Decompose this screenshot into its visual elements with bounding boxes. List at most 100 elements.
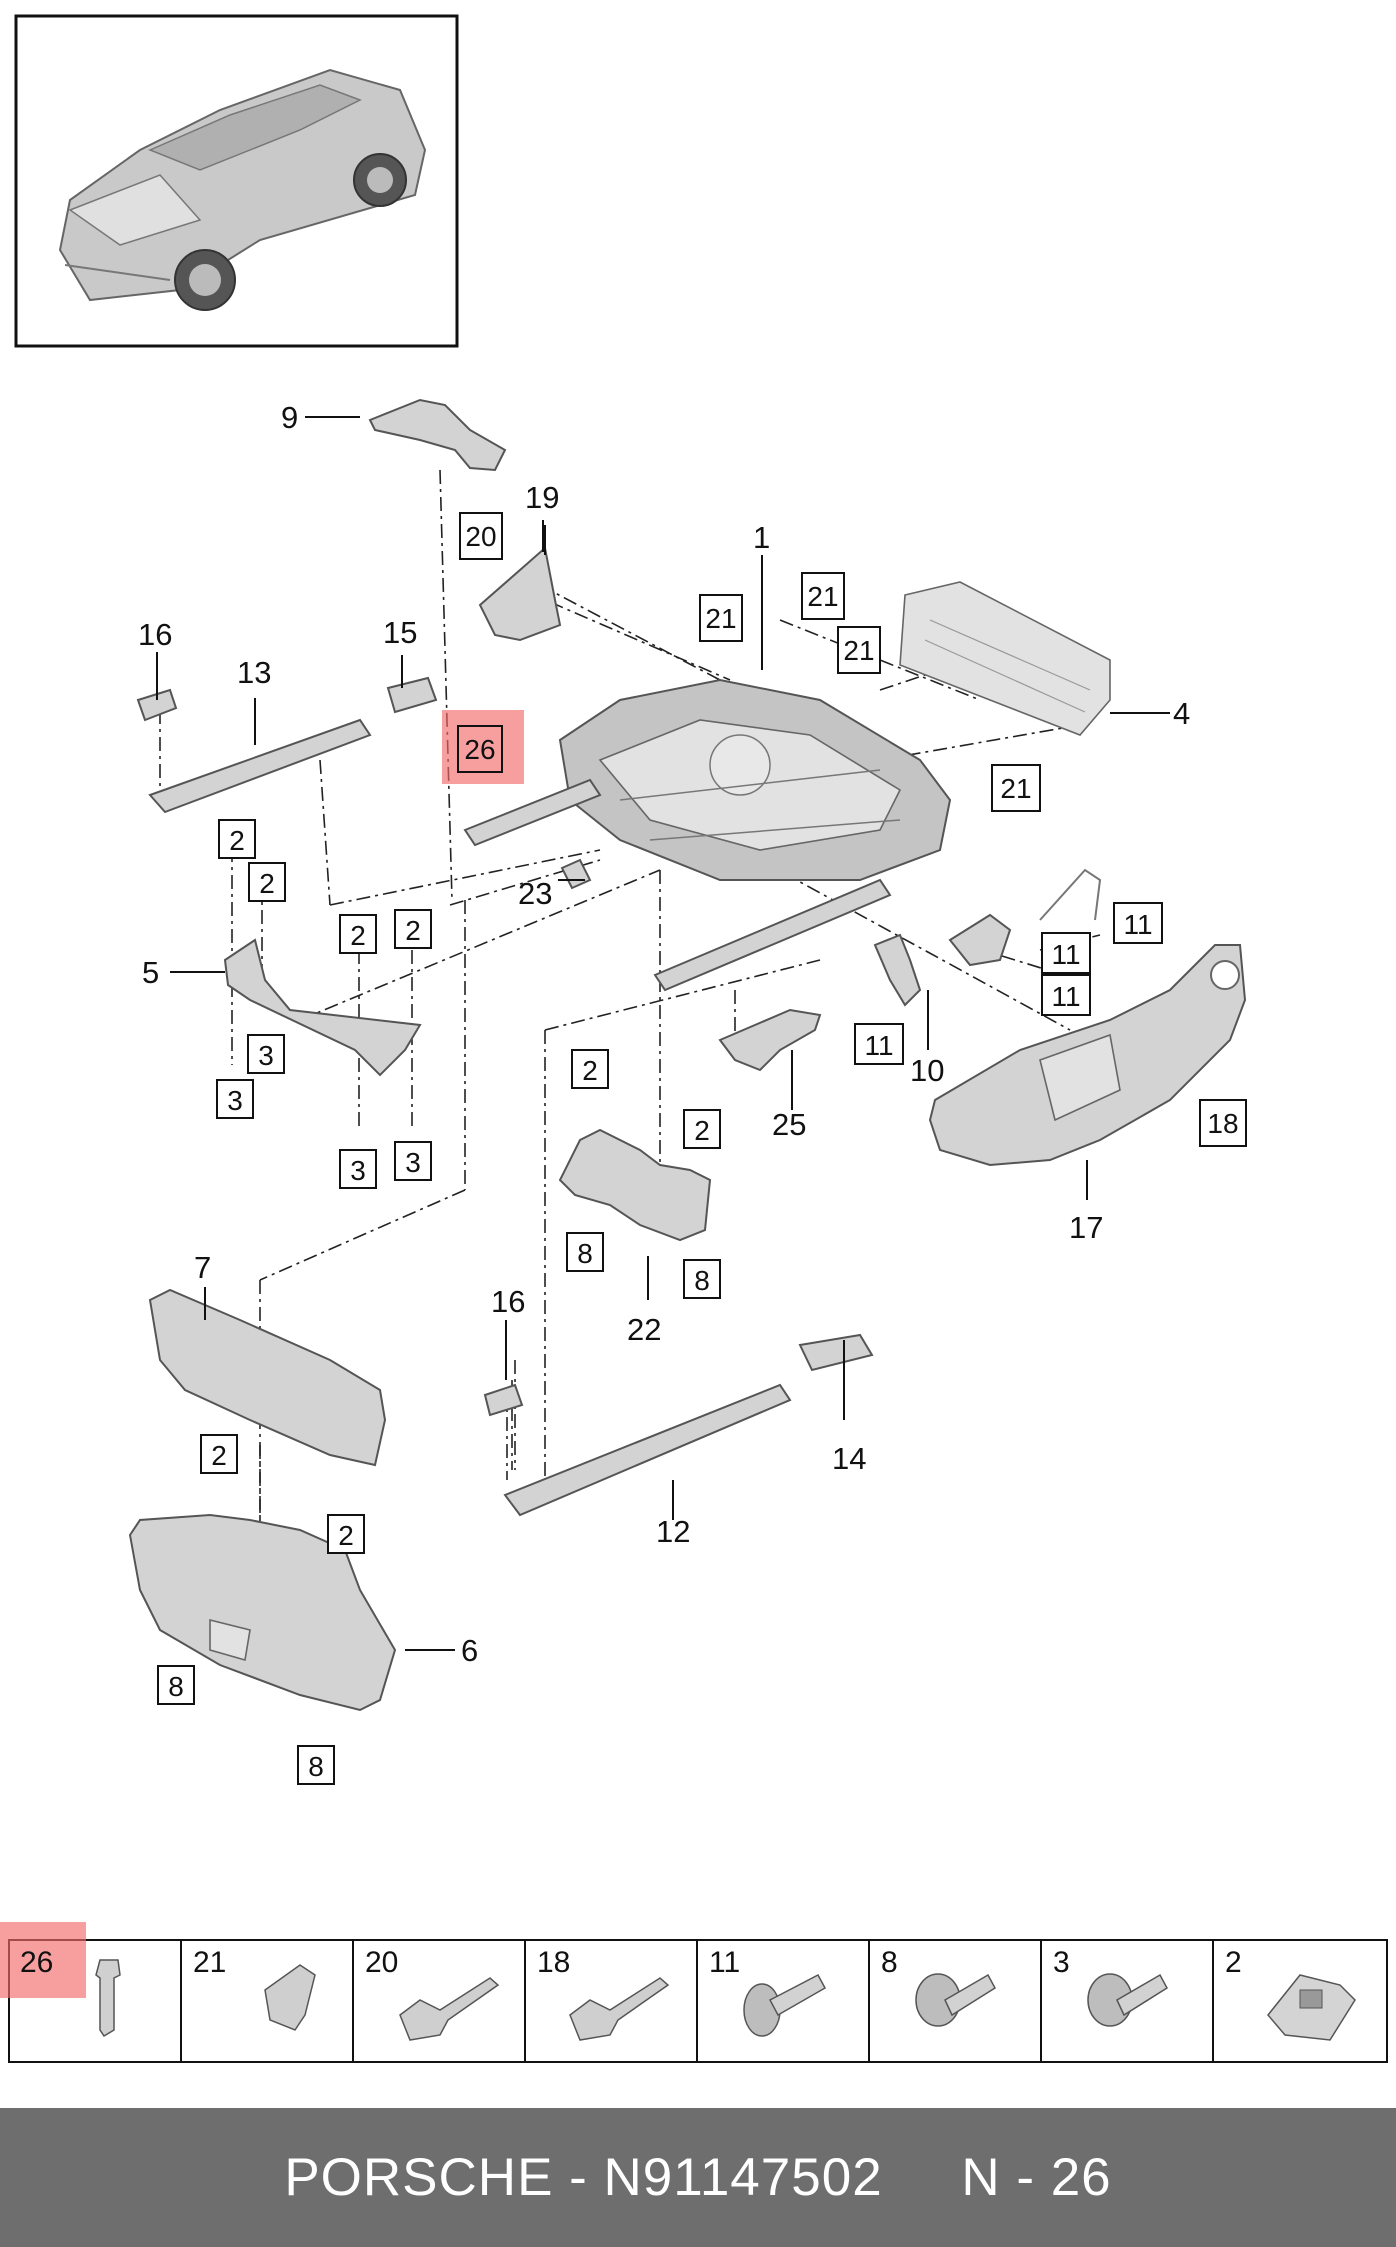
footer-gap	[883, 2147, 962, 2208]
callout-10: 10	[910, 1053, 944, 1088]
box-20: 20	[459, 512, 503, 560]
vehicle-thumbnail	[14, 14, 459, 348]
svg-text:21: 21	[705, 603, 736, 634]
part-14-cap	[798, 1333, 874, 1372]
part-13-rail-cover	[148, 718, 372, 814]
part-rail-left	[463, 778, 602, 847]
callout-16-lower: 16	[491, 1284, 525, 1319]
part-6-trim	[128, 1513, 397, 1712]
box-2-a: 2	[218, 819, 256, 859]
svg-text:2: 2	[694, 1115, 710, 1146]
table-cell-11: 11	[709, 1946, 827, 2037]
footer-position: N - 26	[961, 2148, 1112, 2207]
part-rail-right	[653, 878, 892, 992]
box-21-a: 21	[699, 594, 743, 642]
callout-12: 12	[656, 1514, 690, 1549]
box-3-a: 3	[247, 1034, 285, 1074]
svg-text:20: 20	[365, 1946, 398, 1979]
part-22-bracket	[558, 1128, 712, 1242]
box-11-a: 11	[1113, 902, 1163, 944]
svg-text:18: 18	[537, 1946, 570, 1979]
callout-22: 22	[627, 1312, 661, 1347]
part-17-side-panel	[928, 944, 1247, 1167]
svg-text:8: 8	[694, 1265, 710, 1296]
table-cell-18: 18	[537, 1946, 670, 2041]
table-cell-21: 21	[193, 1946, 316, 2031]
svg-text:2: 2	[259, 868, 275, 899]
box-2-b: 2	[248, 862, 286, 902]
svg-text:21: 21	[807, 581, 838, 612]
svg-text:3: 3	[1053, 1946, 1070, 1979]
callout-4: 4	[1173, 696, 1190, 731]
box-2-d: 2	[394, 909, 432, 949]
svg-text:2: 2	[1225, 1946, 1242, 1979]
box-2-c: 2	[339, 914, 377, 954]
box-21-d: 21	[991, 764, 1041, 812]
box-8-a: 8	[566, 1232, 604, 1272]
part-5-bracket	[223, 938, 422, 1077]
box-3-d: 3	[394, 1141, 432, 1181]
part-10-mechanism	[873, 868, 1102, 1007]
callout-7: 7	[194, 1250, 211, 1285]
part-7-trim	[148, 1288, 387, 1467]
table-highlight-26	[0, 1922, 86, 1998]
table-cell-20: 20	[365, 1946, 500, 2041]
callout-23: 23	[518, 876, 552, 911]
box-21-c: 21	[837, 626, 881, 674]
part-1-seat-frame	[558, 678, 952, 881]
part-9-bracket	[368, 398, 507, 472]
table-cell-26: 26	[20, 1946, 121, 2038]
svg-text:8: 8	[168, 1671, 184, 1702]
svg-text:11: 11	[709, 1946, 740, 1979]
part-16-cap-upper	[136, 688, 178, 722]
box-2-g: 2	[200, 1434, 238, 1474]
callout-17: 17	[1069, 1210, 1103, 1245]
table-cell-2: 2	[1225, 1946, 1356, 2041]
part-25-bracket	[718, 1008, 822, 1072]
box-8-c: 8	[157, 1665, 195, 1705]
table-cell-8: 8	[881, 1946, 996, 2027]
box-26: 26	[457, 725, 503, 773]
svg-text:21: 21	[1000, 773, 1031, 804]
part-16-cap-lower	[483, 1383, 524, 1417]
svg-text:26: 26	[464, 734, 495, 765]
footer-bar: PORSCHE - N91147502 N - 26	[0, 2108, 1396, 2247]
svg-text:2: 2	[582, 1055, 598, 1086]
footer-part-number: PORSCHE - N91147502	[284, 2148, 883, 2207]
svg-text:18: 18	[1207, 1108, 1238, 1139]
box-11-c: 11	[1041, 974, 1091, 1016]
svg-text:2: 2	[211, 1440, 227, 1471]
callout-13: 13	[237, 655, 271, 690]
box-11-d: 11	[854, 1023, 904, 1065]
svg-text:8: 8	[308, 1751, 324, 1782]
boxed-callouts: 20 21 21 21 21 26 11 11 11 11 18 2 2 2 2…	[157, 512, 1247, 1785]
callout-19: 19	[525, 480, 559, 515]
part-19-cover	[478, 546, 562, 642]
svg-text:3: 3	[350, 1155, 366, 1186]
callout-16-upper: 16	[138, 617, 172, 652]
svg-text:11: 11	[864, 1030, 893, 1061]
table-cell-3: 3	[1053, 1946, 1168, 2027]
svg-text:20: 20	[465, 521, 496, 552]
fastener-table: 26 21 20 18 11 8 3	[0, 1922, 1388, 2063]
box-2-h: 2	[327, 1514, 365, 1554]
leader-lines	[156, 416, 1170, 1651]
callout-6: 6	[461, 1633, 478, 1668]
callout-5: 5	[142, 955, 159, 990]
callout-25: 25	[772, 1107, 806, 1142]
part-4-trim	[899, 581, 1111, 736]
part-12-rail-cover	[503, 1383, 792, 1517]
svg-text:2: 2	[338, 1520, 354, 1551]
svg-text:21: 21	[843, 635, 874, 666]
callout-14: 14	[832, 1441, 866, 1476]
svg-text:8: 8	[577, 1238, 593, 1269]
svg-text:3: 3	[405, 1147, 421, 1178]
svg-text:3: 3	[227, 1085, 243, 1116]
svg-text:3: 3	[258, 1040, 274, 1071]
box-3-b: 3	[216, 1079, 254, 1119]
svg-text:11: 11	[1123, 909, 1152, 940]
svg-text:21: 21	[193, 1946, 226, 1979]
svg-text:11: 11	[1051, 981, 1080, 1012]
svg-text:2: 2	[405, 915, 421, 946]
